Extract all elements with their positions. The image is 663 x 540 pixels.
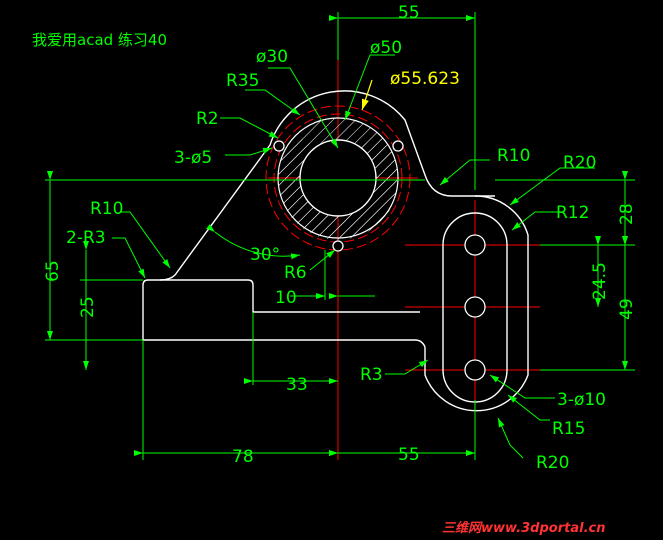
part-outline [142, 90, 529, 412]
dim-right-total: 49 [617, 298, 637, 320]
label-r10-top: R10 [497, 146, 530, 166]
dim-left-height: 65 [43, 260, 63, 282]
dim-bottom-right-width: 55 [398, 445, 420, 465]
label-angle30: 30° [250, 245, 280, 265]
label-r10-left: R10 [90, 199, 123, 219]
label-r3-left: 2-R3 [66, 228, 106, 248]
leader-lines [112, 54, 595, 459]
label-r20-top: R20 [563, 153, 596, 173]
hole-left-icon [273, 140, 285, 152]
drawing-title: 我爱用acad 练习40 [32, 31, 167, 49]
label-r3-right: R3 [360, 365, 383, 385]
label-dia55: ø55.623 [390, 69, 460, 89]
dim-bottom-left-width: 78 [232, 447, 254, 467]
bore-circle [299, 139, 377, 217]
small-holes [273, 140, 486, 381]
label-r20-bottom: R20 [536, 453, 569, 473]
label-r6: R6 [284, 263, 307, 283]
dia55-leader [361, 79, 373, 111]
dim-right-mid: 24.5 [590, 262, 610, 300]
center-lines [265, 60, 540, 460]
watermark: 三维网www.3dportal.cn [442, 520, 605, 536]
slot-hole-top-icon [464, 234, 486, 256]
dim-right-top: 28 [617, 203, 637, 225]
slot-hole-mid-icon [464, 296, 486, 318]
label-dia50: ø50 [370, 38, 402, 58]
ring-outline [277, 117, 399, 239]
label-r2: R2 [196, 109, 219, 129]
label-r35: R35 [226, 71, 259, 91]
label-holes-right: 3-ø10 [557, 390, 606, 410]
label-holes-left: 3-ø5 [174, 148, 212, 168]
dim-offset-10: 10 [275, 288, 297, 308]
dim-top-width: 55 [398, 3, 420, 23]
label-dia30: ø30 [256, 47, 288, 67]
hole-right-icon [392, 140, 404, 152]
slot-hole-bottom-icon [464, 359, 486, 381]
label-r15: R15 [552, 419, 585, 439]
hole-bottom-icon [332, 240, 344, 252]
dimension-lines [45, 12, 635, 460]
dim-step-width: 33 [286, 375, 308, 395]
dim-left-small-height: 25 [78, 296, 98, 318]
label-r12: R12 [556, 203, 589, 223]
